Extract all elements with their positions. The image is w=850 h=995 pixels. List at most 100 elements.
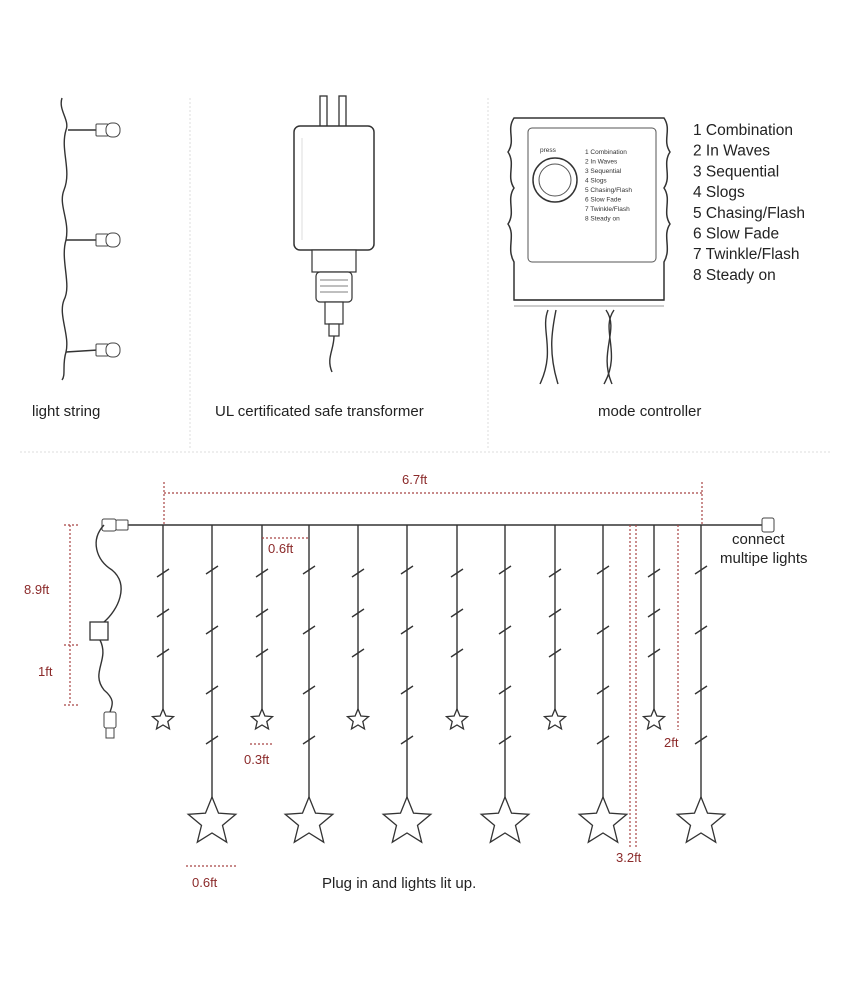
mode-item: 5 Chasing/Flash (693, 205, 805, 222)
small-star-icon (150, 707, 176, 731)
strand-bulb (694, 685, 708, 695)
light-string-illustration (60, 97, 121, 381)
strand-bulb (205, 565, 219, 575)
controller-printed-mode: 2 In Waves (585, 159, 618, 166)
connect-label-2: multipe lights (720, 550, 808, 567)
controller-printed-mode: 5 Chasing/Flash (585, 187, 632, 194)
strand-bulb (450, 568, 464, 578)
lead-wire (95, 524, 122, 623)
strand-bulb (156, 568, 170, 578)
strand-bulb (694, 565, 708, 575)
strand-bulb (351, 608, 365, 618)
power-plug-tip (105, 727, 115, 739)
strand-bulb (255, 568, 269, 578)
small-star-icon (542, 707, 568, 731)
mode-item: 6 Slow Fade (693, 226, 779, 243)
strand-bulb (255, 608, 269, 618)
small-star-icon (249, 707, 275, 731)
small-star-icon (345, 707, 371, 731)
strand-bulb (302, 735, 316, 745)
tagline: Plug in and lights lit up. (322, 875, 476, 892)
large-star-label: 0.6ft (192, 875, 218, 890)
strand-bulb (351, 648, 365, 658)
height-label: 8.9ft (24, 582, 50, 597)
transformer-caption: UL certificated safe transformer (215, 403, 424, 420)
large-star-icon (381, 795, 433, 844)
short-strand-label: 2ft (664, 735, 679, 750)
controller-printed-mode: 1 Combination (585, 149, 627, 156)
controller-printed-mode: 7 Twinkle/Flash (585, 206, 630, 213)
large-star-icon (577, 795, 629, 844)
mode-item: 2 In Waves (693, 143, 770, 160)
strand-bulb (498, 625, 512, 635)
controller-mode-list-printed: 1 Combination 2 In Waves 3 Sequential 4 Slo… (585, 149, 632, 223)
controller-printed-mode: 4 Slogs (585, 178, 607, 185)
strand-bulb (302, 565, 316, 575)
transformer-illustration (293, 95, 375, 373)
strand-bulb (400, 625, 414, 635)
controller-printed-mode: 3 Sequential (585, 168, 622, 175)
large-star-icon (283, 795, 335, 844)
spacing-label: 0.6ft (268, 541, 294, 556)
mode-item: 1 Combination (693, 122, 793, 139)
strand-bulb (255, 648, 269, 658)
strand-bulb (647, 568, 661, 578)
strand-bulb (205, 625, 219, 635)
lead-wire-lower (98, 639, 113, 713)
strand-bulb (156, 608, 170, 618)
mode-item: 3 Sequential (693, 163, 779, 180)
strand-bulb (596, 685, 610, 695)
strand-bulb (205, 735, 219, 745)
small-star-icon (444, 707, 470, 731)
strand-bulb (694, 625, 708, 635)
long-strand-label: 3.2ft (616, 850, 642, 865)
large-star-icon (186, 795, 238, 844)
strand-bulb (400, 685, 414, 695)
strand-bulb (596, 735, 610, 745)
controller-printed-mode: 8 Steady on (585, 216, 620, 223)
small-star-label: 0.3ft (244, 752, 270, 767)
strand-bulb (351, 568, 365, 578)
strand-bulb (400, 735, 414, 745)
light-string-caption: light string (32, 403, 100, 420)
strand-bulb (156, 648, 170, 658)
strand-bulb (596, 565, 610, 575)
plug-connector-end (115, 519, 129, 531)
large-star-icon (675, 795, 727, 844)
controller-button-label: press (540, 147, 557, 154)
strand-bulb (548, 608, 562, 618)
mode-item: 8 Steady on (693, 267, 776, 284)
connect-label: connect (732, 531, 785, 548)
strand-bulb (647, 608, 661, 618)
strand-bulb (694, 735, 708, 745)
strand-bulb (302, 685, 316, 695)
strand-bulb (450, 608, 464, 618)
large-star-icon (479, 795, 531, 844)
strand-bulb (450, 648, 464, 658)
end-connector (761, 517, 775, 533)
power-plug (103, 711, 117, 729)
controller-caption: mode controller (598, 403, 701, 420)
controller-printed-mode: 6 Slow Fade (585, 197, 622, 204)
strand-bulb (498, 735, 512, 745)
strand-bulb (400, 565, 414, 575)
lead-label: 1ft (38, 664, 53, 679)
strand-bulb (548, 568, 562, 578)
strand-bulb (498, 685, 512, 695)
strand-bulb (498, 565, 512, 575)
strand-bulb (596, 625, 610, 635)
strands-group (150, 525, 727, 844)
strand-bulb (302, 625, 316, 635)
mode-item: 4 Slogs (693, 184, 745, 201)
strand-bulb (205, 685, 219, 695)
mode-item: 7 Twinkle/Flash (693, 246, 800, 263)
mode-list: 1 Combination 2 In Waves 3 Sequential 4 Slo… (693, 122, 805, 284)
width-label: 6.7ft (402, 472, 428, 487)
plug-connector (101, 518, 117, 532)
strand-bulb (647, 648, 661, 658)
small-star-icon (641, 707, 667, 731)
controller-illustration (507, 117, 671, 385)
inline-controller-box (89, 621, 109, 641)
strand-bulb (548, 648, 562, 658)
